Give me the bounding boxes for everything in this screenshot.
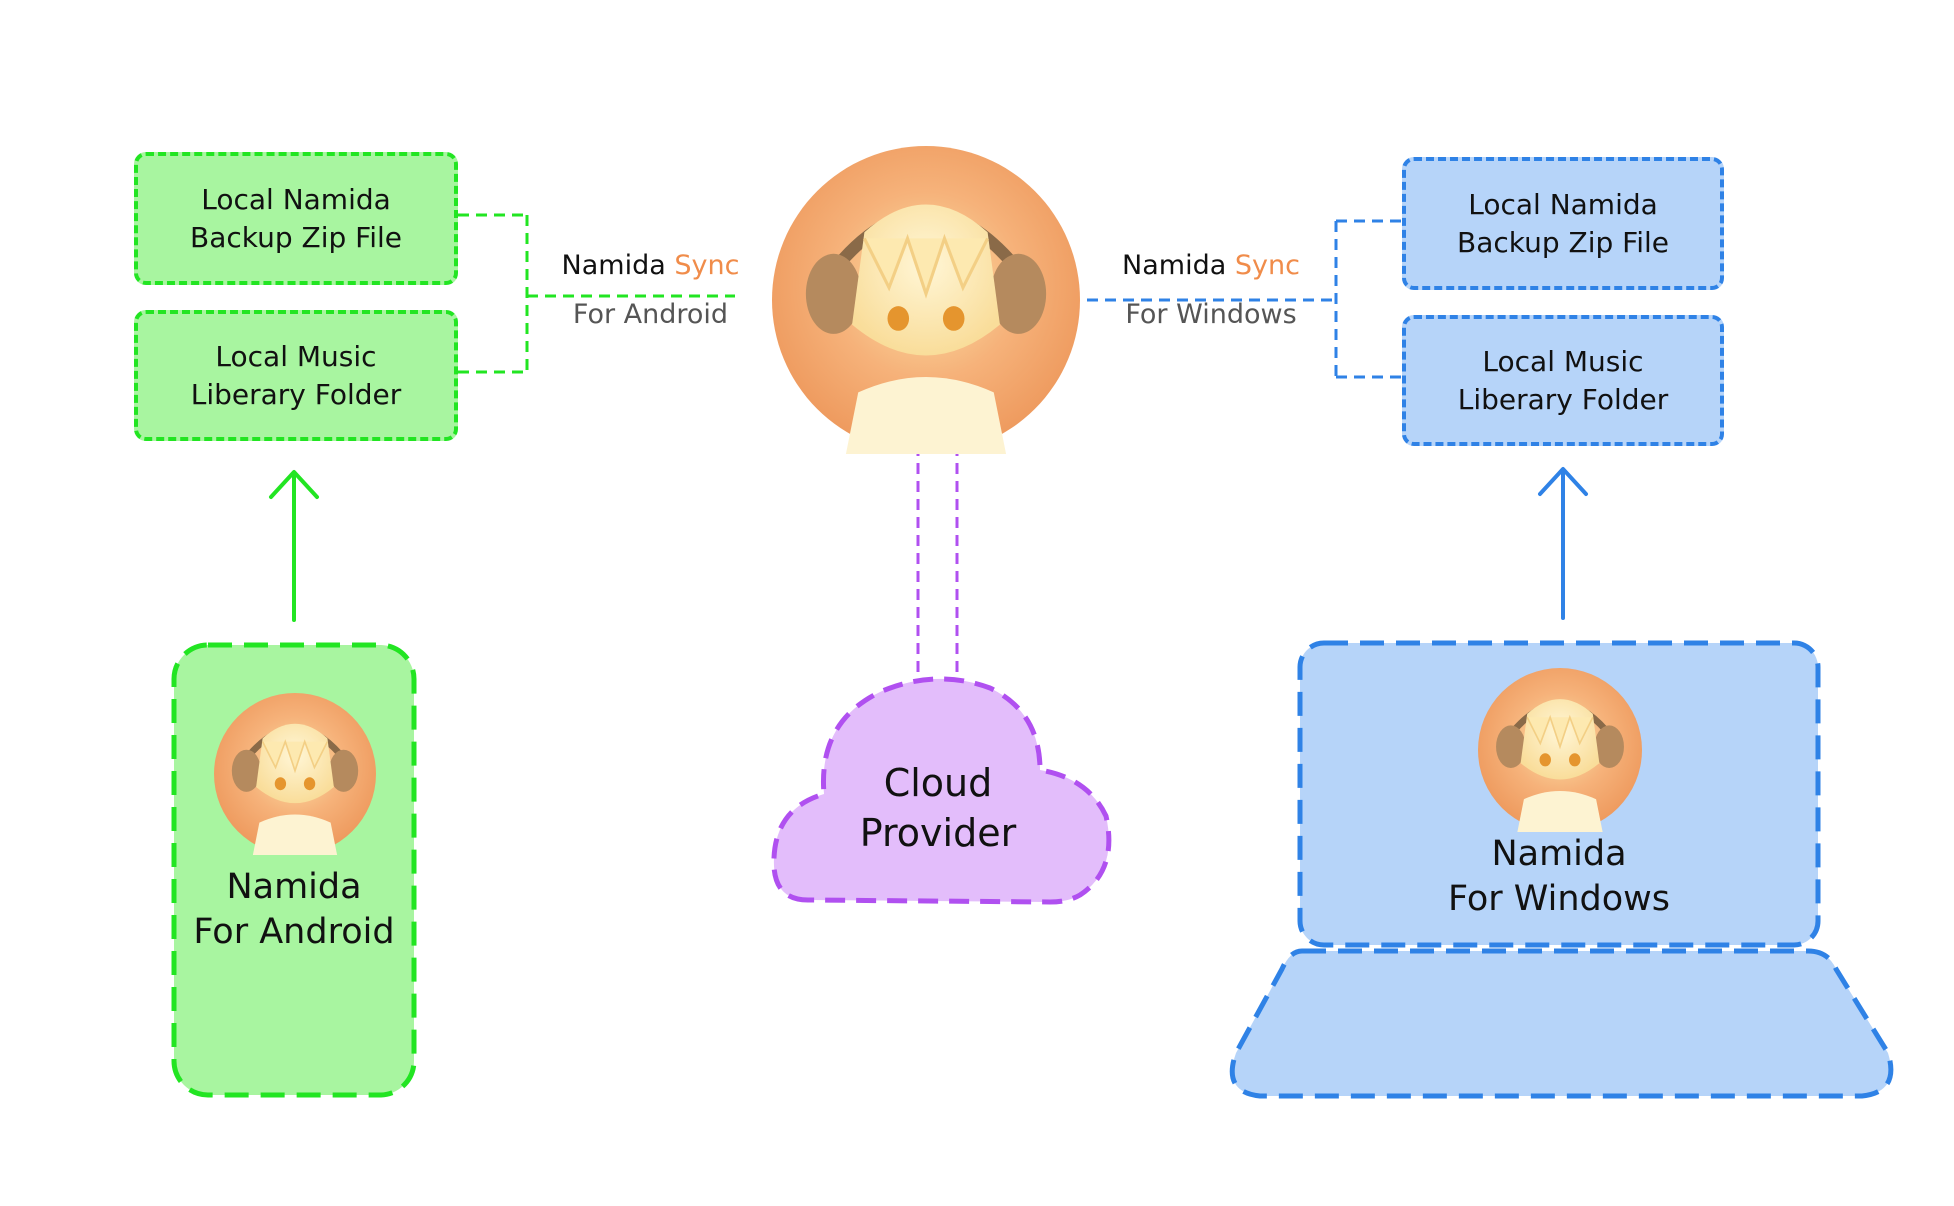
cloud-line2: Provider (859, 811, 1017, 855)
android-backup-zip-box: Local Namida Backup Zip File (134, 152, 458, 285)
cloud-line1: Cloud (883, 761, 993, 805)
windows-device-line1: Namida (1491, 834, 1627, 874)
android-sync-accent: Sync (674, 250, 740, 281)
android-device-title: Namida For Android (174, 865, 414, 955)
android-app-logo-icon (214, 693, 376, 855)
android-up-arrow (269, 470, 319, 622)
windows-backup-line2: Backup Zip File (1456, 225, 1670, 259)
namida-center-logo-icon (772, 146, 1080, 454)
windows-device-title: Namida For Windows (1300, 832, 1818, 922)
cloud-provider-label: Cloud Provider (808, 758, 1068, 858)
android-music-folder-box: Local Music Liberary Folder (134, 310, 458, 441)
android-sync-prefix: Namida (561, 250, 675, 281)
windows-backup-zip-box: Local Namida Backup Zip File (1402, 157, 1724, 290)
windows-music-line1: Local Music (1482, 344, 1644, 378)
windows-music-folder-box: Local Music Liberary Folder (1402, 315, 1724, 446)
android-backup-line2: Backup Zip File (189, 220, 403, 254)
windows-up-arrow (1538, 467, 1588, 620)
android-sync-label: Namida Sync For Android (548, 250, 753, 330)
windows-sync-accent: Sync (1234, 250, 1300, 281)
android-device-line1: Namida (226, 867, 362, 907)
android-device-line2: For Android (193, 912, 395, 952)
android-sync-sub: For Android (572, 299, 729, 330)
windows-sync-sub: For Windows (1125, 299, 1297, 330)
android-music-line2: Liberary Folder (190, 377, 402, 411)
windows-device-line2: For Windows (1447, 879, 1671, 919)
laptop-base (1229, 948, 1894, 1099)
android-backup-line1: Local Namida (201, 182, 391, 216)
windows-sync-label: Namida Sync For Windows (1108, 250, 1314, 330)
cloud-connector (916, 445, 959, 685)
windows-app-logo-icon (1478, 668, 1642, 832)
android-music-line1: Local Music (215, 339, 377, 373)
windows-sync-connector (1087, 219, 1402, 379)
windows-backup-line1: Local Namida (1468, 187, 1658, 221)
windows-sync-prefix: Namida (1122, 250, 1235, 281)
windows-music-line2: Liberary Folder (1457, 382, 1669, 416)
cloud-shape (771, 676, 1112, 905)
